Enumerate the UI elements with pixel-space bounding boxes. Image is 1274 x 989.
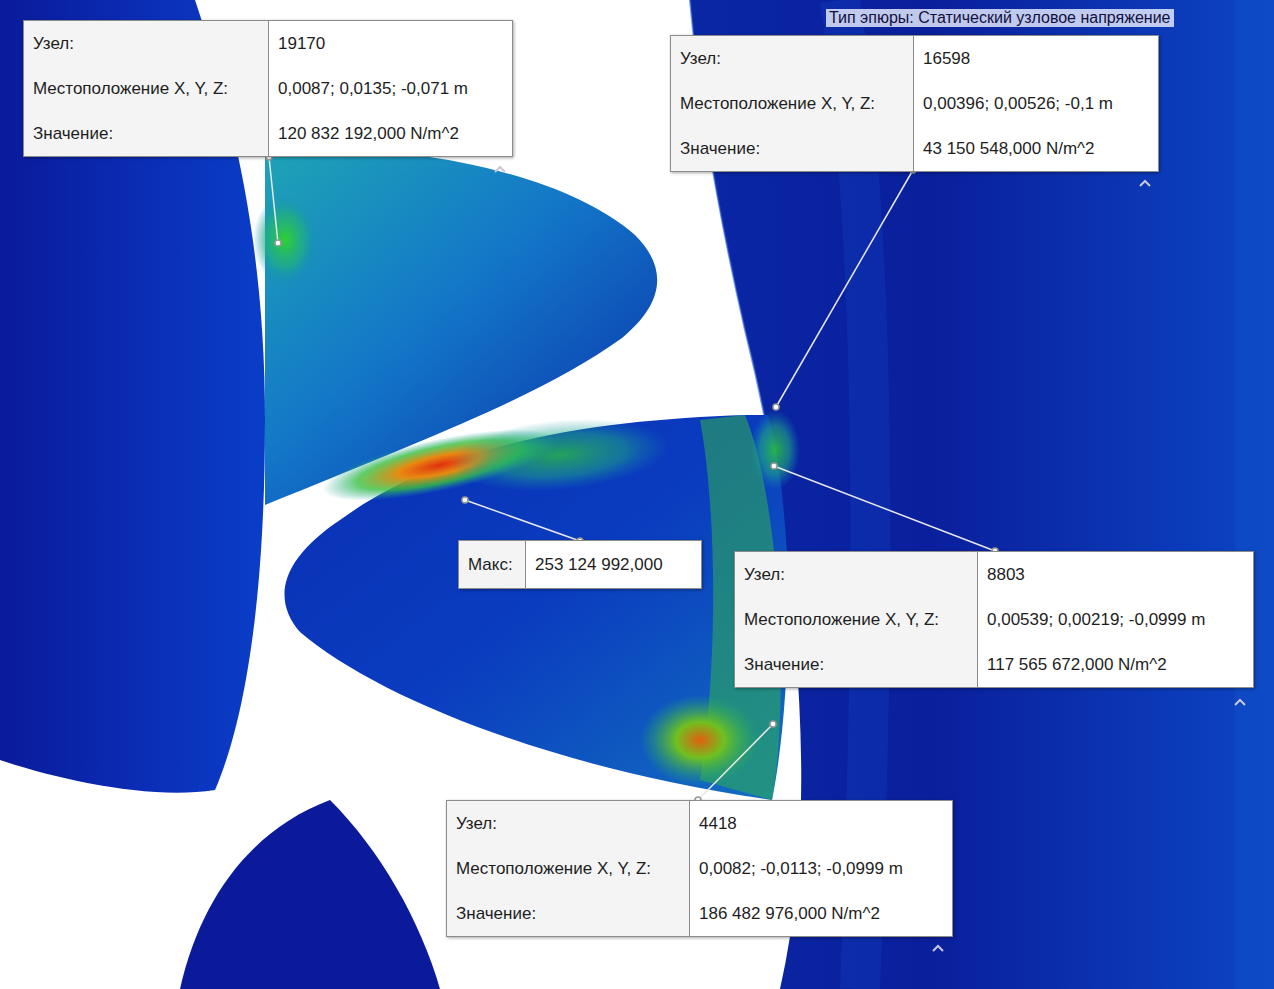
field-label: Значение: xyxy=(447,891,690,936)
field-label: Макс: xyxy=(459,541,526,588)
field-value: 253 124 992,000 xyxy=(526,541,701,588)
field-value: 19170 xyxy=(269,21,512,66)
field-label: Местоположение X, Y, Z: xyxy=(671,81,914,126)
callout-box: Узел:16598Местоположение X, Y, Z:0,00396… xyxy=(670,35,1159,172)
field-value: 186 482 976,000 N/m^2 xyxy=(690,891,952,936)
field-label: Узел: xyxy=(24,21,269,66)
callout-box: Узел:8803Местоположение X, Y, Z:0,00539;… xyxy=(734,551,1254,688)
field-label: Местоположение X, Y, Z: xyxy=(735,597,978,642)
field-value: 120 832 192,000 N/m^2 xyxy=(269,111,512,156)
callout-box: Узел:19170Местоположение X, Y, Z:0,0087;… xyxy=(23,20,513,157)
plot-type-label: Тип эпюры: Статический узловое напряжени… xyxy=(826,9,1174,27)
field-label: Узел: xyxy=(671,36,914,81)
field-label: Узел: xyxy=(735,552,978,597)
field-label: Местоположение X, Y, Z: xyxy=(447,846,690,891)
field-value: 117 565 672,000 N/m^2 xyxy=(978,642,1253,687)
field-label: Значение: xyxy=(24,111,269,156)
field-label: Значение: xyxy=(735,642,978,687)
callout-box: Узел:4418Местоположение X, Y, Z:0,0082; … xyxy=(446,800,953,937)
field-value: 0,00539; 0,00219; -0,0999 m xyxy=(978,597,1253,642)
field-value: 0,0082; -0,0113; -0,0999 m xyxy=(690,846,952,891)
field-value: 0,00396; 0,00526; -0,1 m xyxy=(914,81,1158,126)
field-value: 4418 xyxy=(690,801,952,846)
field-value: 43 150 548,000 N/m^2 xyxy=(914,126,1158,171)
field-label: Местоположение X, Y, Z: xyxy=(24,66,269,111)
field-value: 16598 xyxy=(914,36,1158,81)
field-value: 8803 xyxy=(978,552,1253,597)
callout-box: Макс:253 124 992,000 xyxy=(458,540,702,589)
field-value: 0,0087; 0,0135; -0,071 m xyxy=(269,66,512,111)
field-label: Узел: xyxy=(447,801,690,846)
field-label: Значение: xyxy=(671,126,914,171)
